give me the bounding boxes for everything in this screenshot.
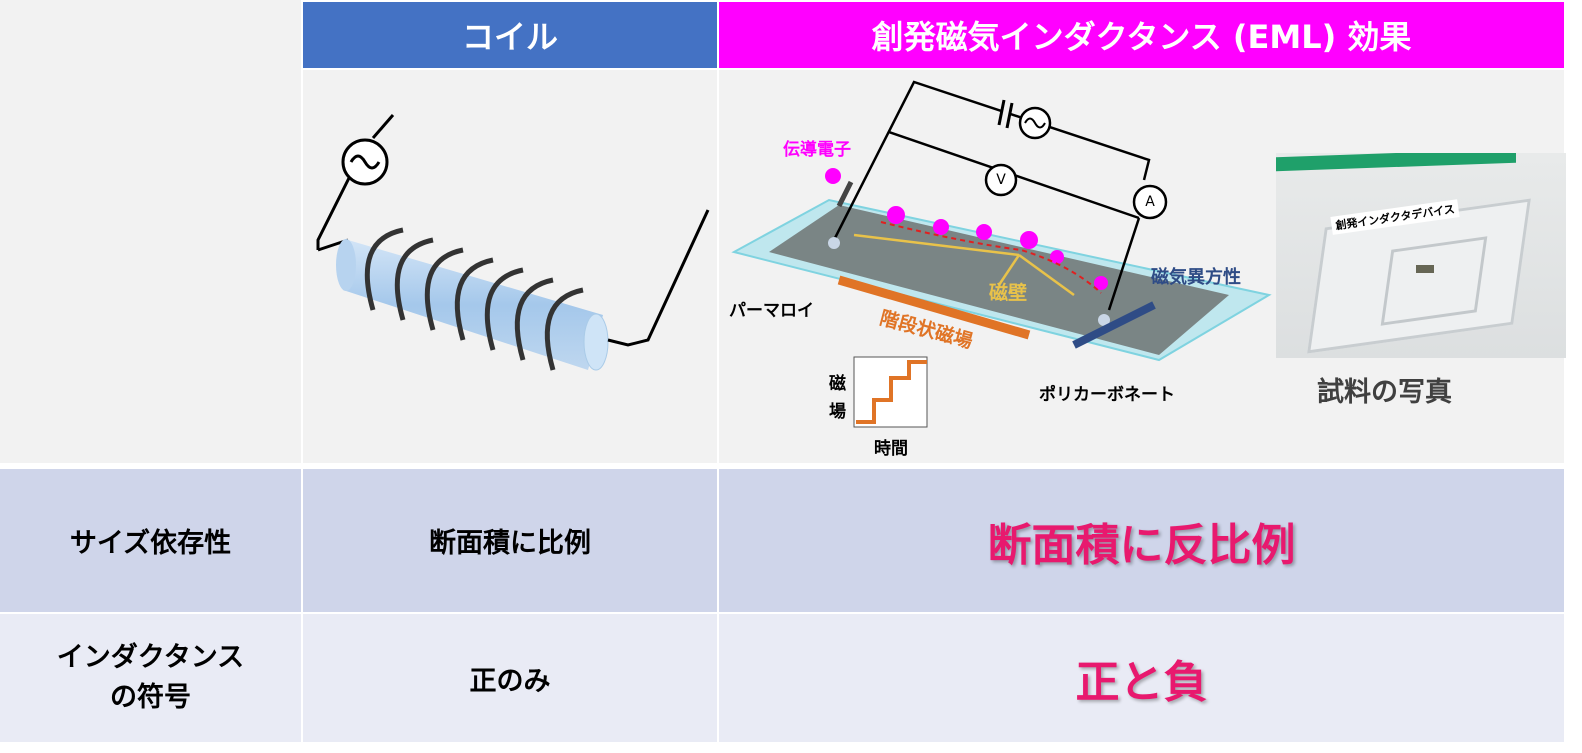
top-left-empty-cell [0, 0, 301, 463]
polycarbonate-label: ポリカーボネート [1039, 385, 1175, 405]
row-inductance-sign-label: インダクタンスの符号 [0, 614, 301, 742]
domain-wall-label: 磁壁 [989, 282, 1028, 304]
conduction-electron-label: 伝導電子 [783, 140, 851, 160]
eml-value: 正と負 [1075, 657, 1208, 708]
eml-device-diagram: V A [731, 80, 1272, 428]
graph-y-label: 磁場 [829, 374, 846, 422]
row-label-line-2: の符号 [110, 682, 191, 713]
row-inductance-sign-eml: 正と負 [719, 614, 1564, 742]
eml-image-cell: V A 伝導電子 パーマロイ 磁壁 階段状磁場 磁気異方性 ポリカーボネート 磁… [719, 70, 1566, 463]
anisotropy-label: 磁気異方性 [1151, 267, 1241, 288]
eml-value: 断面積に反比例 [987, 519, 1296, 571]
coil-value: 正のみ [469, 665, 551, 697]
permalloy-label: パーマロイ [729, 301, 814, 321]
graph-x-label: 時間 [874, 439, 908, 459]
coil-illustration [316, 114, 710, 371]
row-label-text: サイズ依存性 [69, 528, 232, 559]
ammeter-icon: A [1132, 184, 1168, 220]
row-size-dependence-label: サイズ依存性 [0, 469, 301, 612]
electron-icon [825, 168, 841, 184]
svg-text:A: A [1145, 194, 1155, 210]
row-size-dependence-eml: 断面積に反比例 [719, 469, 1564, 612]
coil-image-cell [303, 70, 717, 463]
anisotropy-arrow [1072, 301, 1156, 349]
eml-header-text: 創発磁気インダクタンス (EML) 効果 [871, 18, 1412, 56]
eml-header: 創発磁気インダクタンス (EML) 効果 [719, 2, 1564, 68]
step-field-arrow [837, 275, 1031, 340]
row-label-line-1: インダクタンス [56, 642, 245, 673]
row-inductance-sign-coil: 正のみ [303, 614, 717, 742]
voltmeter-icon: V [984, 163, 1018, 197]
svg-text:V: V [996, 172, 1006, 188]
coil-header: コイル [303, 2, 717, 68]
sample-photo: 創発インダクタデバイス [1276, 153, 1566, 358]
row-size-dependence-coil: 断面積に比例 [303, 469, 717, 612]
photo-caption: 試料の写真 [1317, 377, 1452, 408]
coil-value: 断面積に比例 [429, 528, 591, 559]
coil-header-text: コイル [461, 18, 558, 56]
